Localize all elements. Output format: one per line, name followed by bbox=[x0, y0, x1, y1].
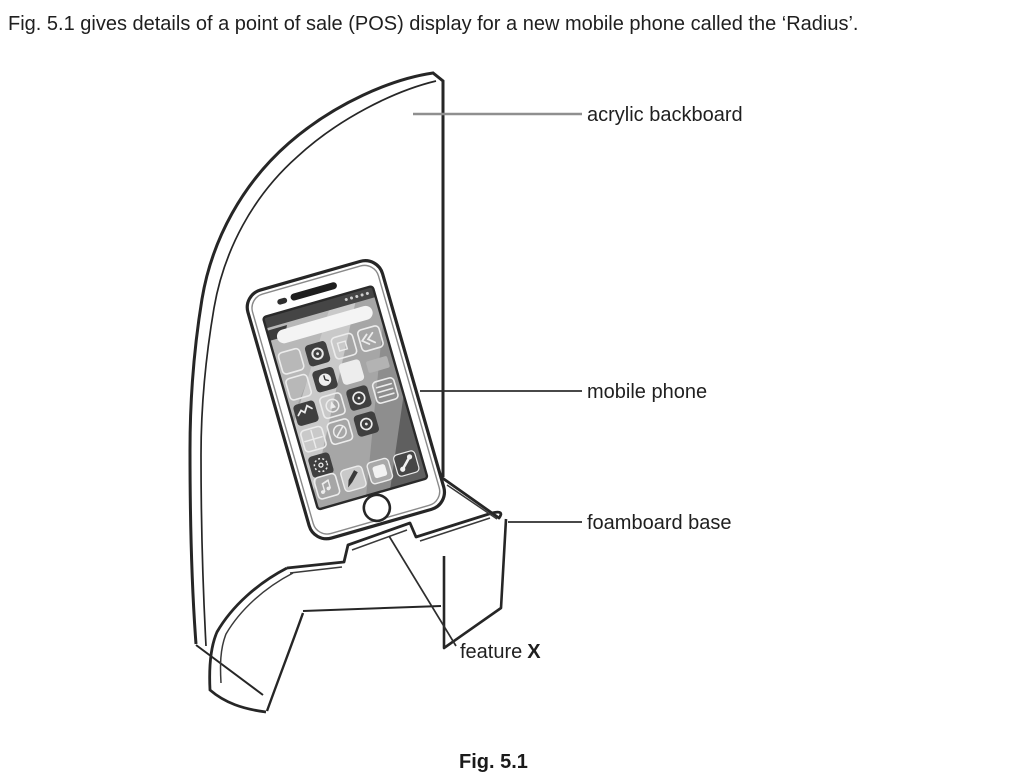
widget-tab bbox=[366, 356, 390, 373]
status-bar bbox=[262, 285, 376, 329]
base-right-leg-edge bbox=[442, 518, 508, 650]
clock-app-icon bbox=[312, 367, 338, 393]
base-arch-inner-curve bbox=[265, 612, 305, 712]
list-app-icon bbox=[371, 377, 399, 404]
compass-app-icon bbox=[319, 392, 346, 420]
feature-label-name: X bbox=[527, 641, 541, 663]
figure-caption: Fig. 5.1 bbox=[459, 751, 528, 773]
phone-screen bbox=[262, 285, 428, 510]
pencil-dock-icon bbox=[340, 465, 367, 493]
record-app-icon bbox=[353, 411, 379, 437]
backboard-bottom-edge bbox=[195, 644, 264, 696]
label-foamboard-base: foamboard base bbox=[587, 512, 732, 534]
base-left-leg-inner-thickness bbox=[219, 572, 294, 684]
camera-app-icon bbox=[304, 341, 331, 367]
gauge-app-icon bbox=[326, 418, 354, 446]
label-mobile-phone: mobile phone bbox=[587, 381, 707, 403]
signal-dots-icon bbox=[344, 291, 369, 302]
sensor-dot bbox=[277, 297, 288, 305]
notes-app-icon bbox=[338, 359, 365, 385]
dial-app-icon bbox=[346, 385, 372, 411]
phone-shape bbox=[245, 259, 447, 541]
base-front-edge-with-notch bbox=[286, 475, 503, 570]
feature-label-prefix: feature bbox=[460, 641, 522, 663]
base-edge-thickness-lines bbox=[289, 484, 498, 574]
screen-reflection-band bbox=[293, 290, 359, 494]
rewind-app-icon bbox=[356, 325, 384, 353]
speaker-grille bbox=[290, 282, 337, 301]
backboard-thickness-edge bbox=[200, 80, 437, 647]
backboard-ground-line bbox=[302, 605, 442, 612]
screen-outline bbox=[262, 285, 429, 511]
phone-dock-icon bbox=[393, 450, 420, 477]
home-button bbox=[362, 493, 392, 523]
base-right-leg-face bbox=[444, 519, 506, 648]
search-bar bbox=[276, 305, 373, 344]
backboard-outer-edge bbox=[188, 71, 445, 645]
label-acrylic-backboard: acrylic backboard bbox=[587, 104, 743, 126]
music-dock-icon bbox=[313, 472, 341, 500]
app-icon bbox=[285, 373, 313, 401]
leader-lines bbox=[388, 112, 582, 647]
rotary-dial-app-icon bbox=[308, 452, 334, 478]
stocks-app-icon bbox=[293, 400, 319, 426]
base-left-leg-outer-curve bbox=[208, 566, 288, 714]
grid-app-icon bbox=[300, 425, 327, 453]
leader-line-feature-x bbox=[388, 535, 457, 647]
intro-text: Fig. 5.1 gives details of a point of sal… bbox=[8, 13, 858, 35]
media-app-icon bbox=[330, 332, 358, 360]
app-icon bbox=[277, 347, 305, 375]
message-dock-icon bbox=[366, 457, 394, 485]
